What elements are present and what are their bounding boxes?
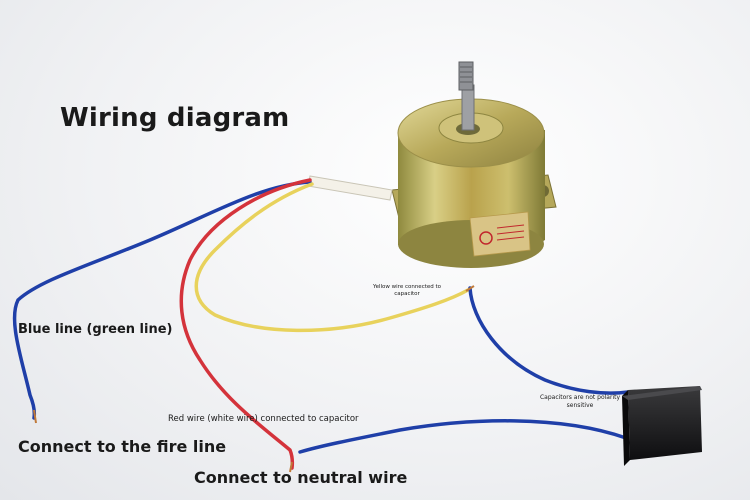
yellow-wire — [194, 182, 470, 333]
capacitor — [622, 386, 702, 466]
wire-sleeve — [307, 175, 393, 201]
capacitor-lead-yellow-side — [468, 286, 630, 395]
fire-wire-tip — [33, 409, 37, 424]
page-title: Wiring diagram — [60, 103, 290, 133]
capacitor-note-label: Capacitors are not polarity sensitive — [539, 394, 621, 409]
red-wire-label: Red wire (white wire) connected to capac… — [168, 414, 359, 424]
neutral-wire-tip — [289, 461, 293, 473]
yellow-wire-label: Yellow wire connected to capacitor — [372, 284, 442, 297]
neutral-wire-label: Connect to neutral wire — [194, 468, 408, 487]
capacitor-lead-neutral-side — [298, 419, 628, 454]
yellow-wire-tip — [465, 285, 475, 292]
motor — [391, 61, 557, 268]
red-wire — [179, 178, 312, 470]
fire-line-label: Connect to the fire line — [18, 437, 227, 456]
blue-wire — [12, 180, 312, 420]
blue-line-label: Blue line (green line) — [18, 322, 173, 337]
